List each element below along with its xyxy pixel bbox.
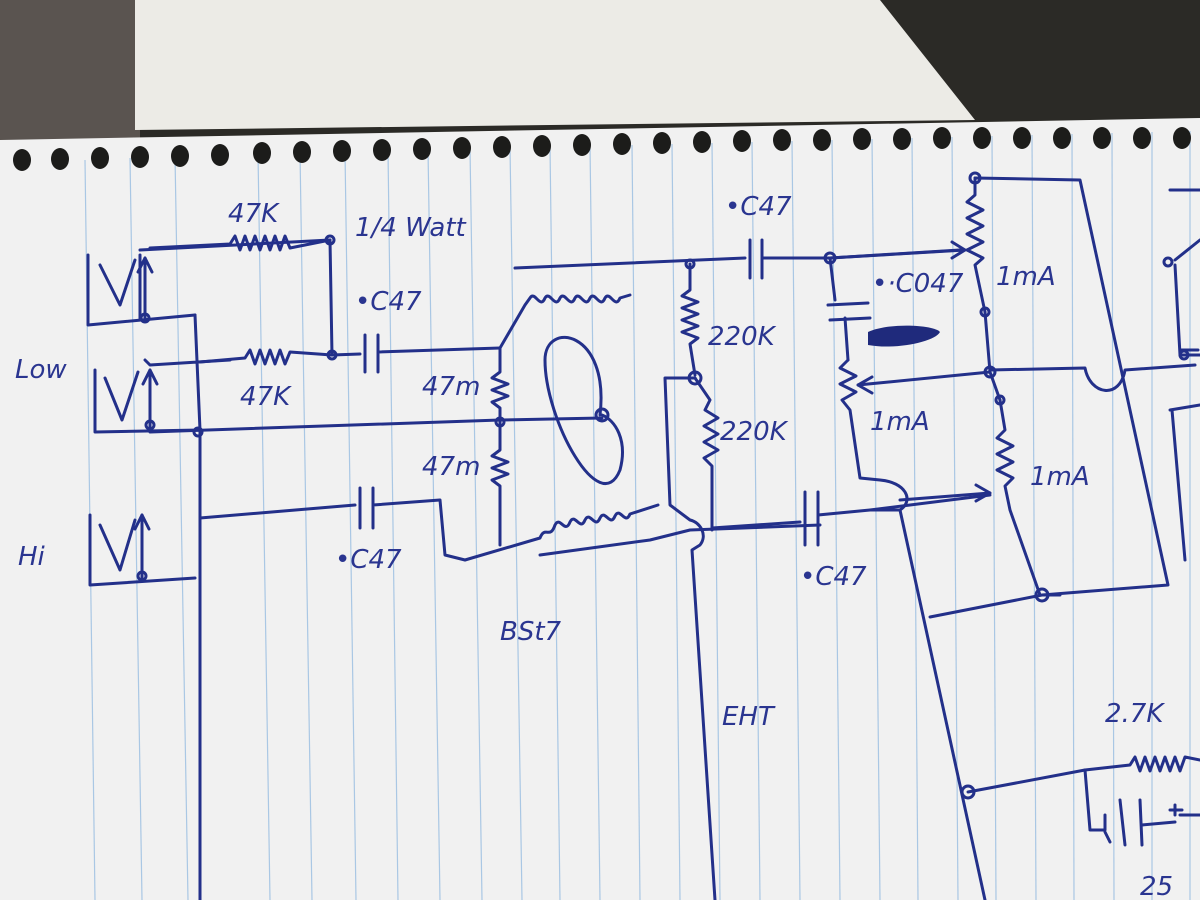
pot-arrow-top bbox=[828, 240, 967, 260]
ground-line bbox=[148, 416, 604, 434]
upper-coil bbox=[498, 293, 632, 350]
resistor-47m-lower bbox=[490, 420, 510, 547]
label-2-7k: 2.7K bbox=[1105, 699, 1165, 729]
resistor-47k-mid bbox=[198, 348, 334, 366]
notebook-page bbox=[0, 118, 1200, 900]
schematic-drawing bbox=[86, 171, 1200, 900]
label-220k-a: 220K bbox=[708, 322, 777, 352]
resistor-2-7k bbox=[1083, 755, 1200, 773]
label-1ma-a: 1mA bbox=[996, 262, 1056, 292]
label-tube: BSt7 bbox=[500, 617, 562, 647]
spiral-holes bbox=[13, 127, 1191, 171]
schematic-labels: 47K 1/4 Watt •C47 47K Low 47m 47m Hi •C4… bbox=[15, 192, 1173, 900]
capacitor-0047 bbox=[826, 256, 872, 362]
pot-arrow-lower bbox=[898, 483, 992, 503]
label-hi: Hi bbox=[18, 542, 46, 572]
background-sheet bbox=[135, 0, 975, 130]
label-cap-right-bottom: •C47 bbox=[800, 562, 867, 592]
label-47m-a: 47m bbox=[422, 372, 480, 402]
label-cap-0047: •·C047 bbox=[872, 269, 964, 299]
low-input-top-symbol bbox=[86, 253, 197, 327]
capacitor-upper bbox=[330, 333, 502, 374]
label-cap-upper: •C47 bbox=[355, 287, 422, 317]
capacitor-25 bbox=[1083, 768, 1184, 847]
pot-1ma-right bbox=[995, 398, 1042, 597]
capacitor-right-lower bbox=[710, 490, 992, 547]
resistor-47k-top bbox=[148, 234, 332, 252]
hi-input-symbol bbox=[88, 513, 197, 587]
crossover-wire bbox=[988, 363, 1197, 392]
pot-1ma-top bbox=[965, 176, 987, 314]
left-bus-wire bbox=[138, 238, 332, 900]
label-1ma-b: 1mA bbox=[870, 407, 930, 437]
low-input-mid-symbol bbox=[93, 368, 202, 434]
pot-arrow-center bbox=[856, 370, 992, 395]
resistor-220k-upper bbox=[680, 262, 700, 377]
top-signal-wire bbox=[513, 238, 962, 280]
resistor-47m-upper bbox=[490, 346, 510, 424]
right-column-wire bbox=[983, 310, 1002, 402]
heater-loop bbox=[543, 335, 624, 486]
ink-blot bbox=[868, 325, 940, 347]
label-1ma-c: 1mA bbox=[1030, 462, 1090, 492]
label-220k-b: 220K bbox=[720, 417, 789, 447]
label-25: 25 bbox=[1140, 872, 1173, 900]
middle-wire bbox=[538, 523, 822, 557]
lower-right-vertical bbox=[898, 508, 1087, 900]
carpet-corner bbox=[0, 0, 140, 140]
label-eht: EHT bbox=[722, 702, 776, 732]
label-wattage: 1/4 Watt bbox=[355, 213, 467, 243]
right-frame-wire bbox=[928, 176, 1170, 619]
label-47m-b: 47m bbox=[422, 452, 480, 482]
label-r-mid: 47K bbox=[240, 382, 292, 412]
resistor-220k-lower bbox=[693, 376, 720, 532]
eht-wire bbox=[663, 376, 717, 900]
label-cap-lower: •C47 bbox=[335, 545, 402, 575]
wire-right-of-47k bbox=[328, 238, 334, 357]
lower-coil bbox=[463, 503, 660, 562]
label-r-top: 47K bbox=[228, 199, 280, 229]
capacitor-lower bbox=[198, 486, 467, 562]
label-low: Low bbox=[15, 355, 67, 385]
label-cap-top: •C47 bbox=[725, 192, 792, 222]
